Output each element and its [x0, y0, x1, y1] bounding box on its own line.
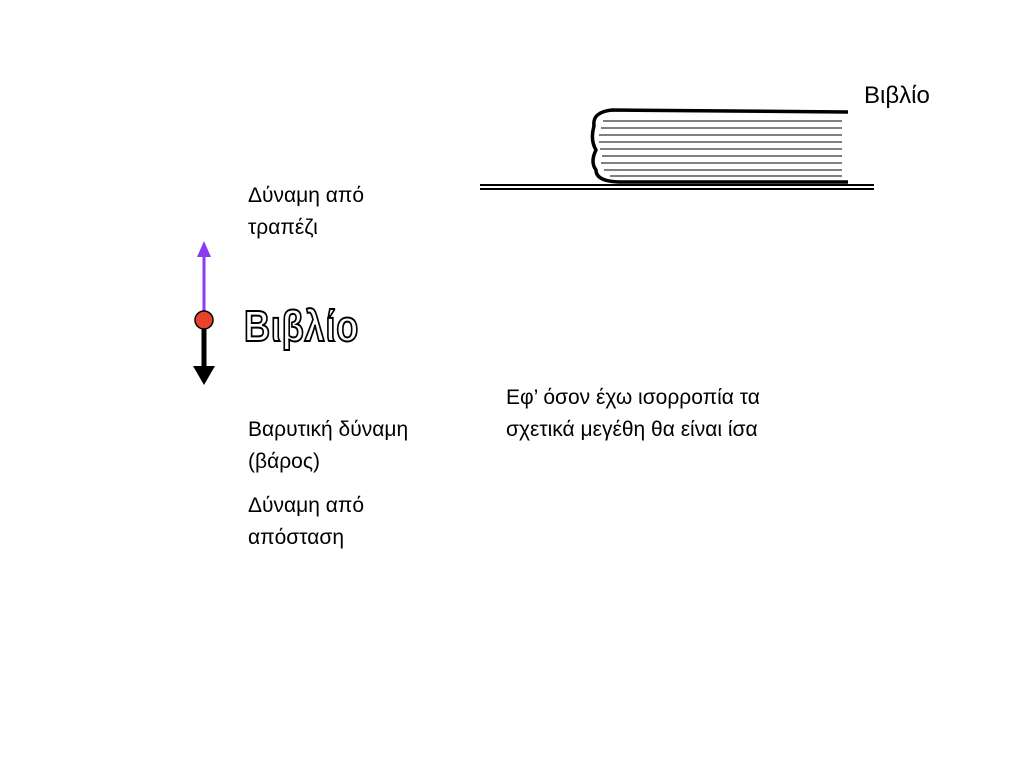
gravity-force-label: Βαρυτική δύναμη (βάρος) [248, 414, 408, 478]
gravity-force-label-line1: Βαρυτική δύναμη [248, 418, 409, 441]
object-dot [194, 310, 214, 330]
table-surface [480, 184, 874, 190]
equilibrium-note-line2: σχετικά μεγέθη θα είναι ίσα [506, 418, 758, 441]
equilibrium-note: Εφ’ όσον έχω ισορροπία τα σχετικά μεγέθη… [506, 382, 760, 446]
distance-force-label-line1: Δύναμη από [248, 494, 365, 517]
gravity-force-arrow [193, 322, 215, 385]
book-label: Βιβλίο [864, 82, 930, 109]
outline-book-title: Βιβλίο [243, 301, 360, 352]
distance-force-label-line2: απόσταση [248, 526, 345, 549]
table-force-label: Δύναμη από τραπέζι [248, 180, 364, 244]
gravity-force-label-line2: (βάρος) [248, 450, 320, 473]
table-force-label-line2: τραπέζι [248, 216, 318, 239]
table-force-label-line1: Δύναμη από [248, 184, 365, 207]
equilibrium-note-line1: Εφ’ όσον έχω ισορροπία τα [506, 386, 760, 409]
book-stack-icon [590, 108, 849, 184]
distance-force-label: Δύναμη από απόσταση [248, 490, 364, 554]
normal-force-arrow [197, 241, 211, 318]
